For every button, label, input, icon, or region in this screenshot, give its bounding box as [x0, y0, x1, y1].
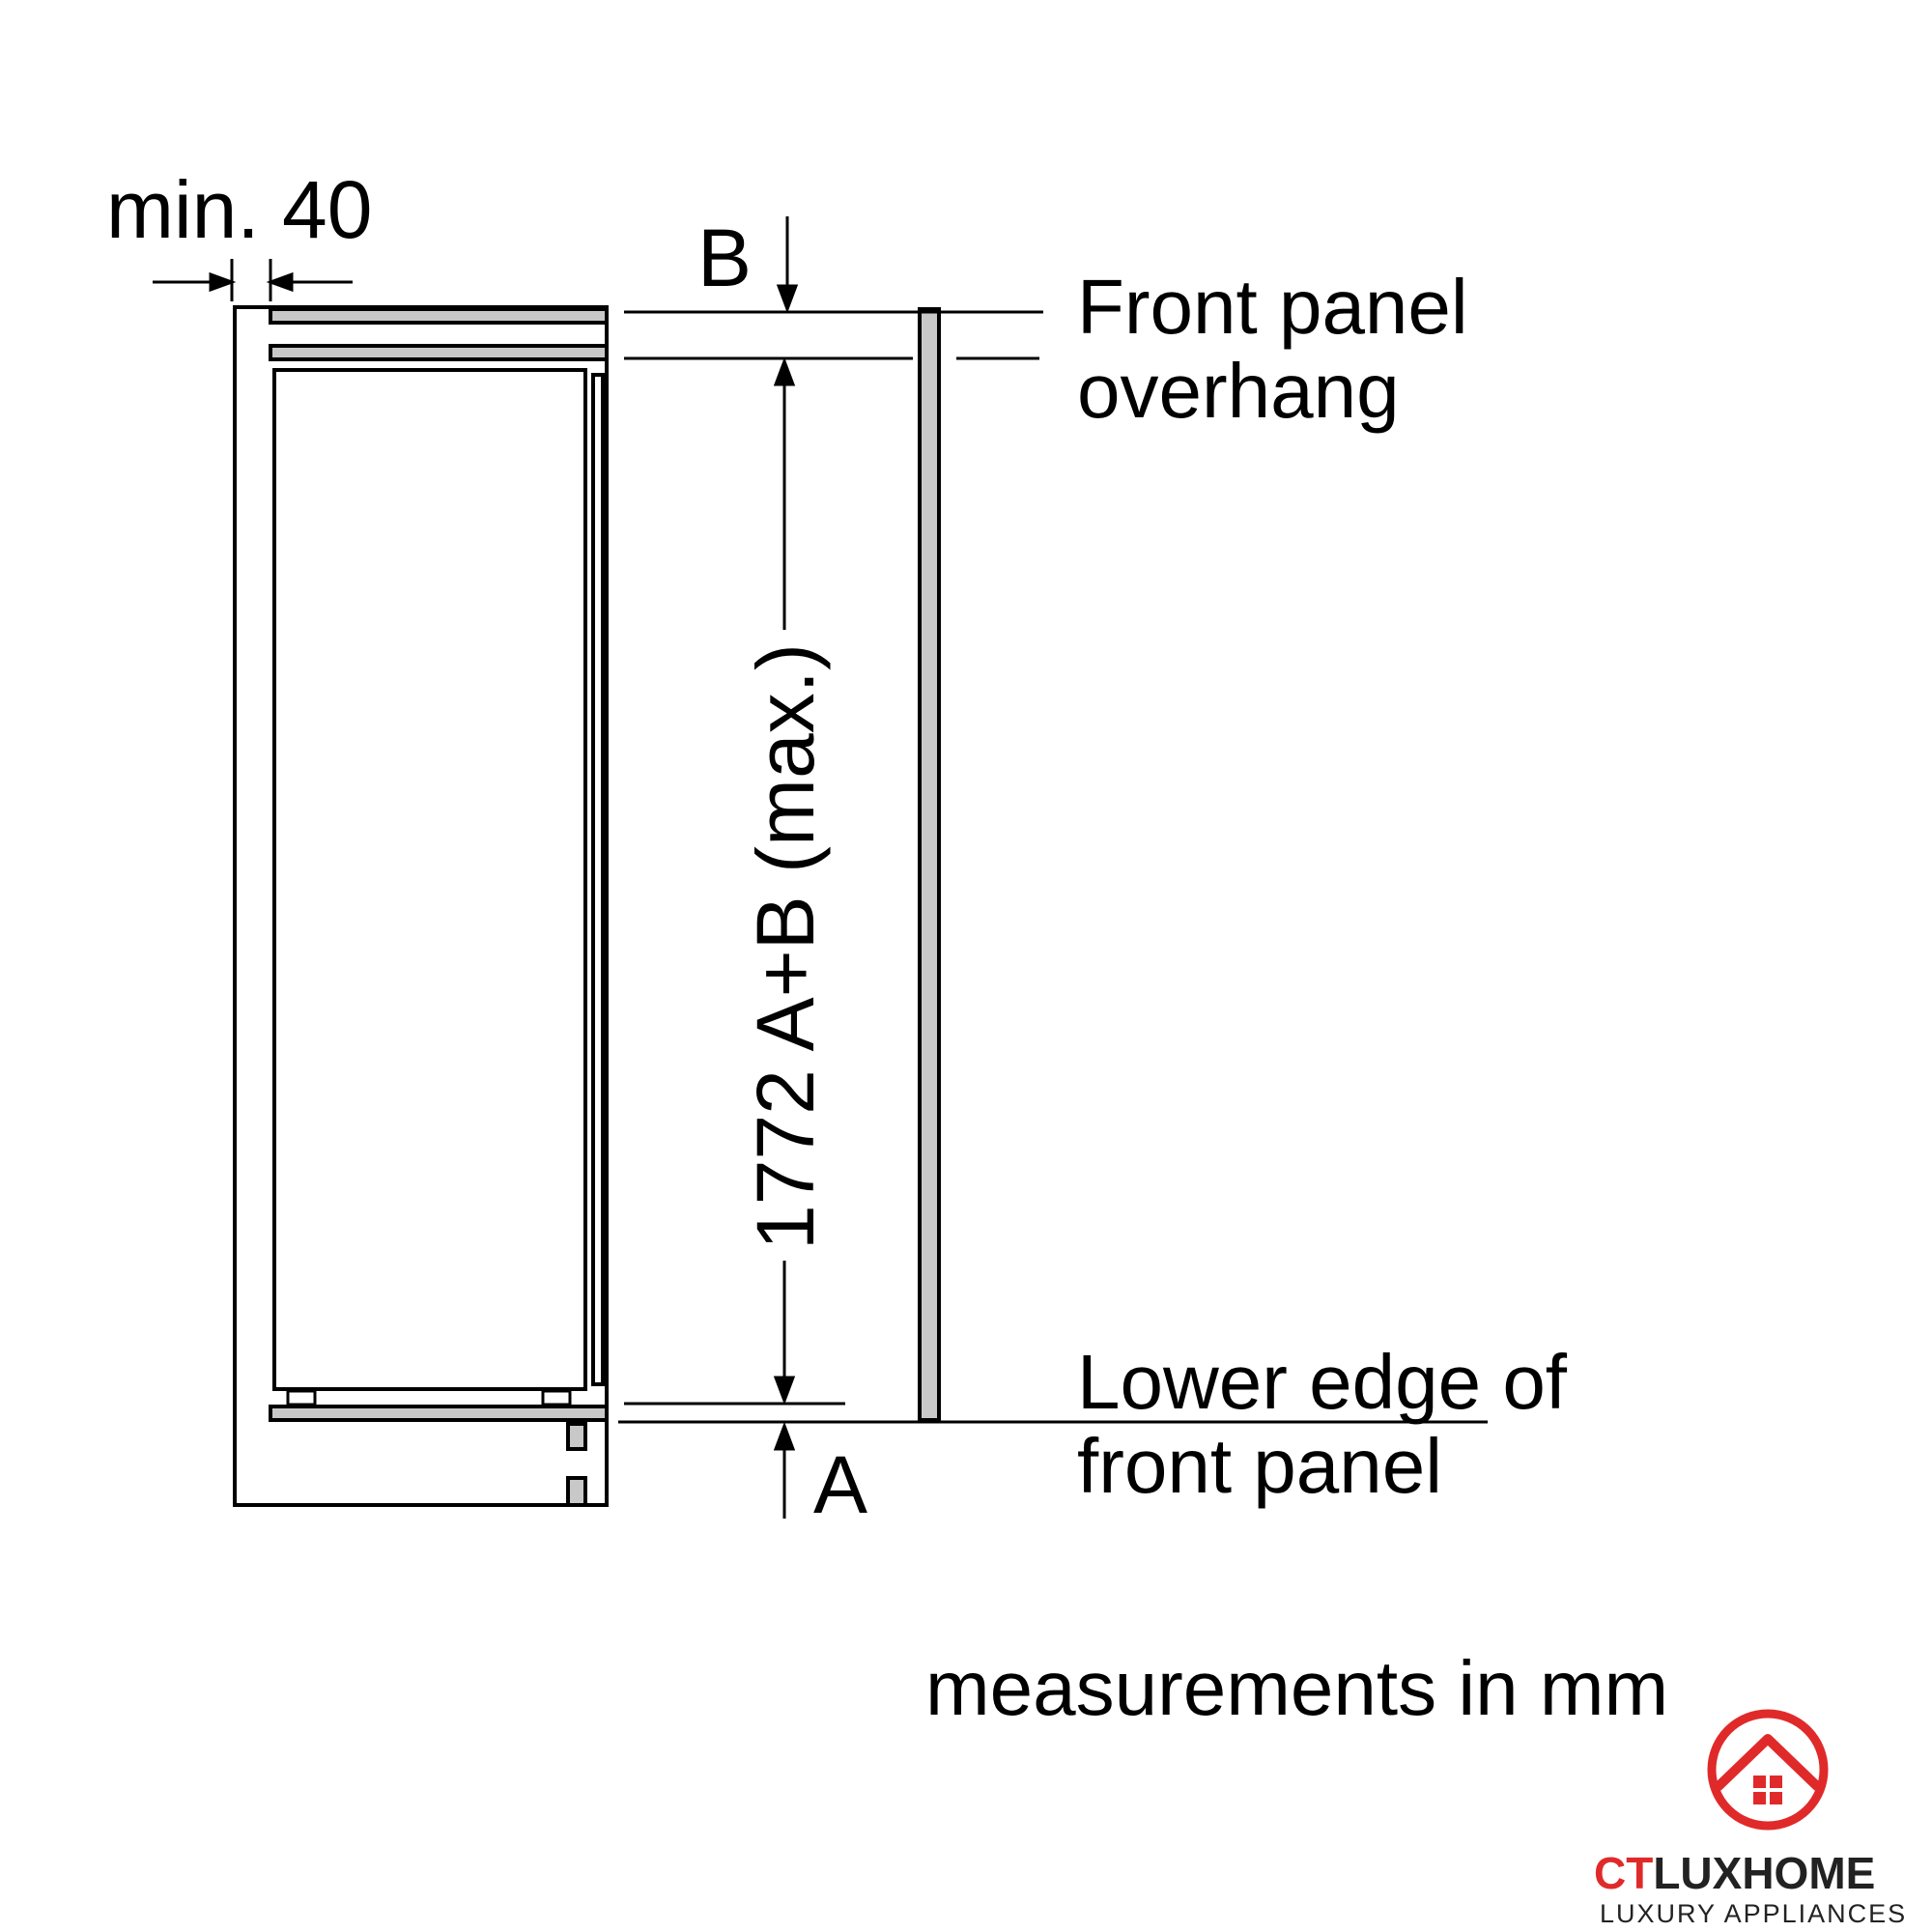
logo-ring-icon	[1707, 1709, 1829, 1831]
dim-a-label: A	[813, 1439, 867, 1530]
units-note: measurements in mm	[925, 1645, 1668, 1731]
height-dimension-label: 1772 A+B (max.)	[740, 643, 831, 1250]
b-dimension-arrow	[776, 216, 799, 314]
upper-shelf	[269, 344, 609, 361]
front-panel-overhang-label-line1: Front panel	[1077, 264, 1468, 350]
front-panel-overhang-label-line2: overhang	[1077, 348, 1400, 434]
appliance-feet	[286, 1389, 572, 1406]
dim-b-label: B	[697, 213, 752, 303]
front-panel	[918, 307, 941, 1422]
a-dimension-arrow	[773, 1421, 796, 1519]
lower-edge-label-line1: Lower edge of	[1077, 1339, 1568, 1425]
top-shelf	[269, 307, 609, 325]
plinth-block-upper	[566, 1422, 587, 1451]
height-dimension-line	[773, 356, 796, 1406]
lower-edge-label-line2: front panel	[1077, 1423, 1442, 1509]
min-width-dimension	[153, 259, 353, 301]
appliance-door-edge	[591, 373, 605, 1386]
min-width-label: min. 40	[106, 164, 372, 255]
logo-wordmark: CTLUXHOME	[1594, 1848, 1875, 1898]
appliance-body	[272, 368, 587, 1391]
ctluxhome-logo: CTLUXHOME LUXURY APPLIANCES	[1594, 1709, 1907, 1928]
plinth-block-lower	[566, 1476, 587, 1507]
reference-lines	[618, 310, 1488, 1424]
bottom-shelf	[269, 1405, 609, 1422]
house-icon	[1714, 1734, 1822, 1804]
logo-tagline: LUXURY APPLIANCES	[1600, 1899, 1907, 1928]
